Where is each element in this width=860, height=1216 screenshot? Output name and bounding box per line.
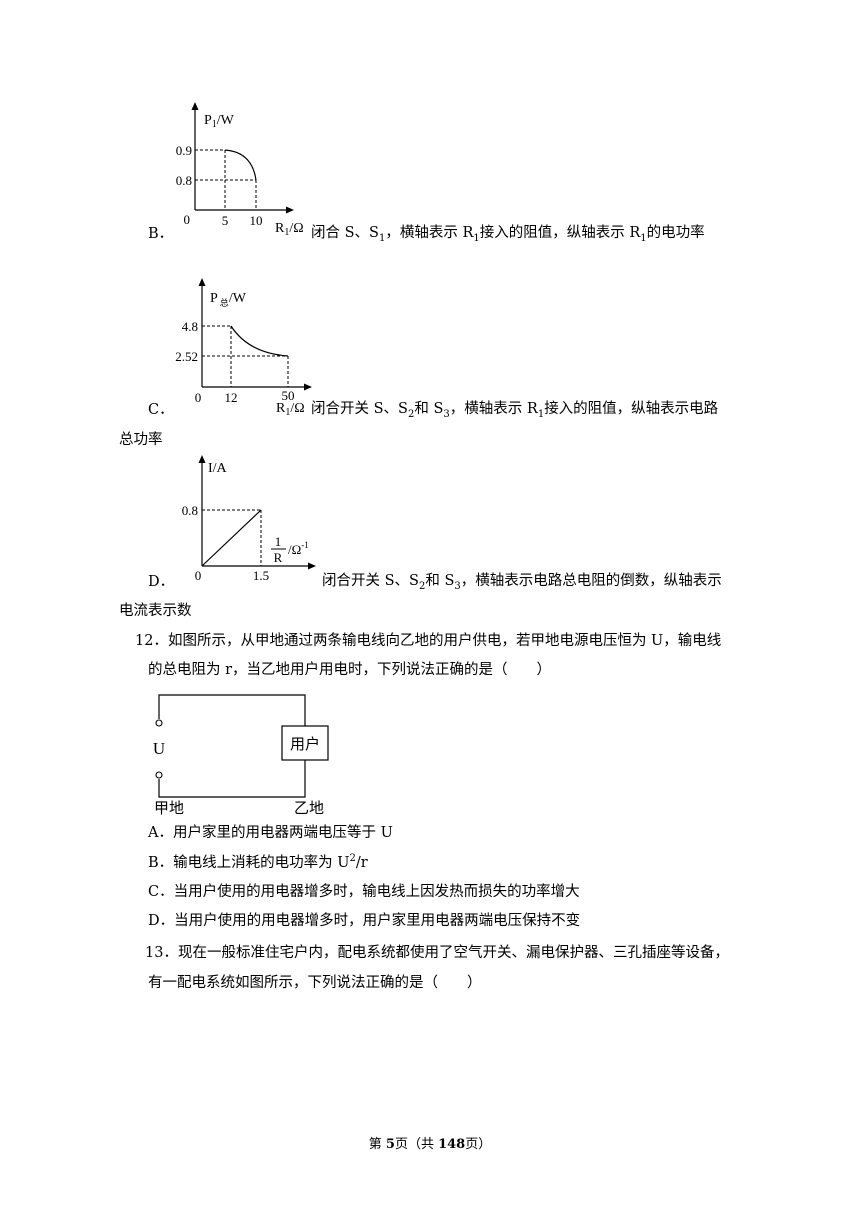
x-tick-label: 1.5 xyxy=(253,568,269,583)
q13-stem-line2: 有一配电系统如图所示，下列说法正确的是（ ） xyxy=(148,975,482,991)
q12-option-a: A．用户家里的用电器两端电压等于 U xyxy=(148,825,393,841)
x-tick-label: 5 xyxy=(222,213,229,228)
y-tick-label: 0.9 xyxy=(176,143,192,158)
option-d-line2: 电流表示数 xyxy=(119,603,192,619)
page-footer: 第 5页（共 148页） xyxy=(368,1137,492,1152)
y-tick-label: 4.8 xyxy=(182,319,198,334)
source-label: U xyxy=(153,739,165,758)
curve-c xyxy=(230,325,289,357)
option-c-text: 闭合开关 S、S2和 S3，横轴表示 R1接入的阻值，纵轴表示电路 xyxy=(311,401,719,420)
x-tick-label: 12 xyxy=(225,390,238,405)
option-d-letter: D． xyxy=(148,574,175,590)
user-label: 用户 xyxy=(290,736,320,753)
xlabel-d: 1 R /Ω-1 xyxy=(271,534,309,565)
x-tick-label: 10 xyxy=(250,213,263,228)
curve-b xyxy=(224,149,257,181)
origin-label: 0 xyxy=(195,568,202,583)
y-tick-label: 2.52 xyxy=(175,349,198,364)
option-d-text: 闭合开关 S、S2和 S3，横轴表示电路总电阻的倒数，纵轴表示 xyxy=(322,573,722,592)
svg-text:R: R xyxy=(274,550,283,565)
jia-di-label: 甲地 xyxy=(154,800,184,817)
svg-text:/Ω-1: /Ω-1 xyxy=(288,540,309,557)
option-c-letter: C． xyxy=(148,402,174,418)
xlabel-c: R1/Ω xyxy=(276,401,305,415)
ylabel-d: I/A xyxy=(208,461,228,476)
graph-d: I/A 0.8 0 1.5 1 R /Ω-1 xyxy=(182,455,316,583)
option-c-line2: 总功率 xyxy=(119,432,163,448)
q12-stem-line1: 12．如图所示，从甲地通过两条输电线向乙地的用户供电，若甲地电源电压恒为 U，输… xyxy=(135,633,722,649)
x-tick-label: 50 xyxy=(282,388,295,403)
q12-option-b: B．输电线上消耗的电功率为 U2/r xyxy=(148,853,368,871)
option-b-text: 闭合 S、S1，横轴表示 R1接入的阻值，纵轴表示 R1的电功率 xyxy=(311,225,705,244)
svg-text:1: 1 xyxy=(275,534,282,549)
xlabel-b: R1/Ω xyxy=(275,221,304,235)
q13-stem-line1: 13．现在一般标准住宅户内，配电系统都使用了空气开关、漏电保护器、三孔插座等设备… xyxy=(145,945,729,961)
yi-di-label: 乙地 xyxy=(294,800,324,817)
terminal-bottom xyxy=(155,771,163,779)
q12-option-d: D．当用户使用的用电器增多时，用户家里用电器两端电压保持不变 xyxy=(148,913,581,929)
option-b-letter: B． xyxy=(148,226,174,242)
terminal-top xyxy=(155,719,163,727)
origin-label: 0 xyxy=(195,390,202,405)
origin-label: 0 xyxy=(184,212,191,227)
graph-b: P1/W 0.9 0.8 0 5 10 R1/Ω xyxy=(176,102,304,235)
y-tick-label: 0.8 xyxy=(176,173,192,188)
q12-circuit: U 用户 甲地 乙地 xyxy=(153,694,329,817)
q12-option-c: C．当用户使用的用电器增多时，输电线上因发热而损失的功率增大 xyxy=(148,884,580,900)
line-d xyxy=(201,509,262,567)
ylabel-b: P1/W xyxy=(204,113,235,130)
y-tick-label: 0.8 xyxy=(182,503,198,518)
q12-stem-line2: 的总电阻为 r，当乙地用户用电时，下列说法正确的是（ ） xyxy=(148,662,552,678)
user-box xyxy=(281,725,329,761)
